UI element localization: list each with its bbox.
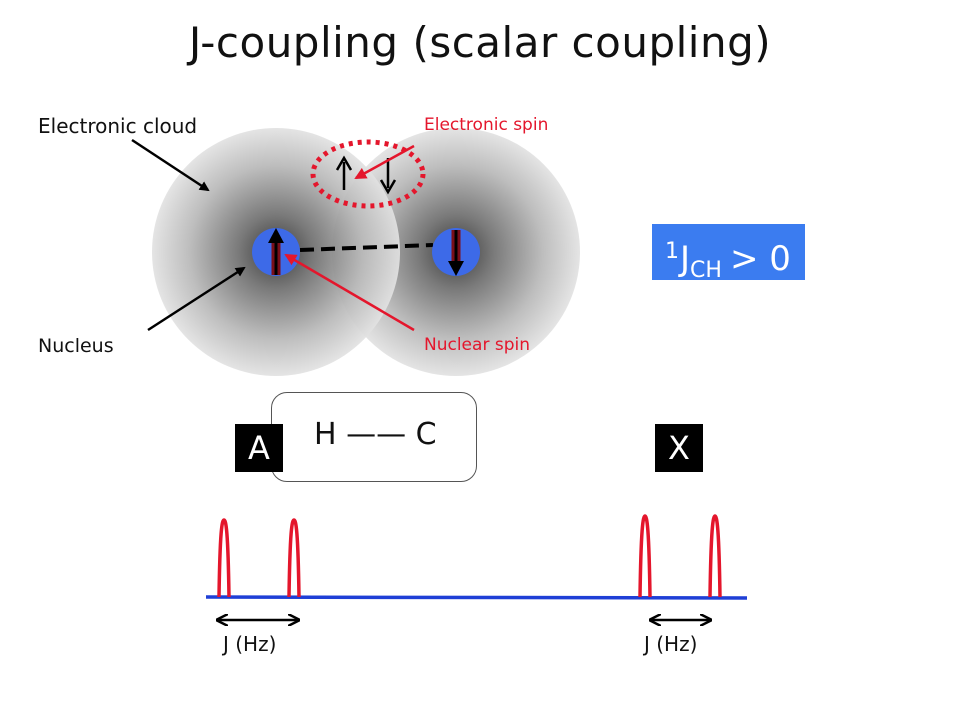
spectrum-baseline <box>205 595 748 600</box>
j-hz-label-left: J (Hz) <box>223 632 277 656</box>
page-title: J-coupling (scalar coupling) <box>188 18 772 67</box>
nucleus-label: Nucleus <box>38 335 114 357</box>
nuclear-spin-pointer-arrow <box>284 253 415 332</box>
nuclear-spin-down-icon <box>448 230 464 276</box>
coupling-superscript: 1 <box>665 239 679 264</box>
coupling-symbol: J <box>680 239 691 279</box>
nucleus-a-label: A <box>235 424 283 472</box>
electron-spin-down-icon <box>379 158 397 195</box>
peak-x-1 <box>638 514 652 598</box>
coupling-relation: > 0 <box>729 239 791 279</box>
nucleus-x-label: X <box>655 424 703 472</box>
peak-x-2 <box>708 514 722 598</box>
electronic-cloud-pointer-arrow <box>131 138 210 192</box>
peak-a-1 <box>217 518 231 598</box>
electronic-spin-ellipse <box>310 139 426 209</box>
j-hz-label-right: J (Hz) <box>644 632 698 656</box>
coupling-subscript: CH <box>690 258 722 283</box>
electronic-cloud-label: Electronic cloud <box>38 114 198 138</box>
electronic-spin-label: Electronic spin <box>424 115 549 135</box>
nucleus-pointer-arrow <box>147 266 246 332</box>
bond-text: H —— C <box>314 417 437 452</box>
bond-dashed-line <box>299 243 434 252</box>
electronic-spin-pointer-arrow <box>354 144 415 180</box>
bond-box: H —— C <box>271 392 477 482</box>
nuclear-spin-up-icon <box>268 228 284 275</box>
nuclear-spin-label: Nuclear spin <box>424 335 530 355</box>
electron-spin-up-icon <box>335 155 353 190</box>
coupling-constant-box: 1JCH > 0 <box>652 224 805 283</box>
peak-a-2 <box>287 518 301 598</box>
